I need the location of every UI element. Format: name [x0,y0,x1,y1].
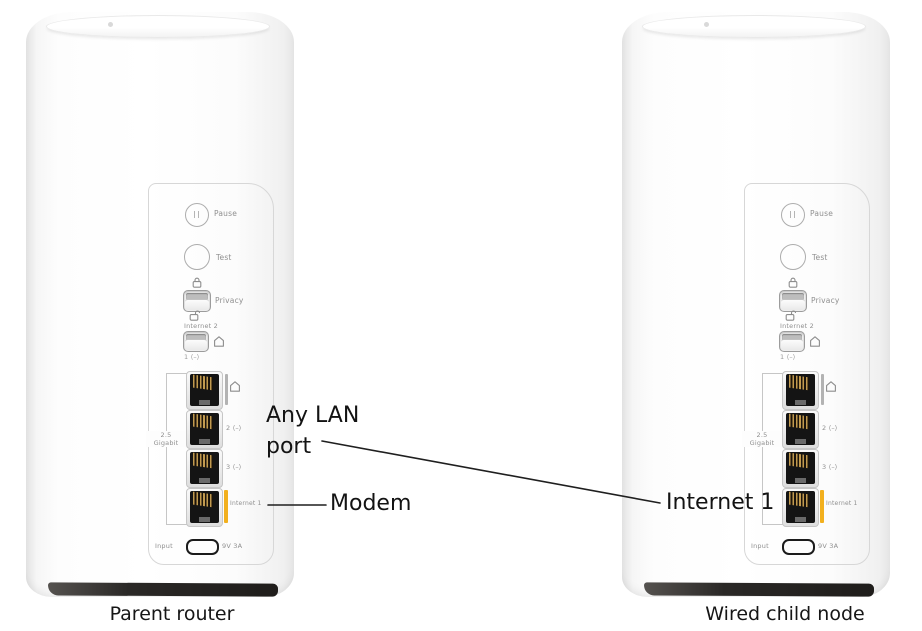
internet2-switch [779,331,805,352]
annotation-internet-1: Internet 1 [666,490,775,515]
wired-child-node: Pause Test Privacy Internet 2 1 ⟨–⟩ 2 [622,12,890,597]
privacy-label: Privacy [215,296,244,305]
ethernet-port-2 [782,410,819,449]
ethernet-port-2 [186,410,223,449]
pause-label: Pause [214,209,238,218]
privacy-switch [779,290,807,312]
router-top-rim [642,15,866,38]
internet1-yellow-bar [224,490,228,523]
internet2-sub-label: 1 ⟨–⟩ [780,353,796,361]
back-panel: Pause Test Privacy Internet 2 1 ⟨–⟩ 2 [742,183,870,565]
ethernet-port-icon [786,491,815,523]
ethernet-port-internet1 [782,488,819,527]
port3-label: 3 ⟨–⟩ [226,463,242,471]
annotation-modem: Modem [330,491,412,516]
lock-icon [192,277,202,288]
internet2-switch [183,331,209,352]
speed-bracket [762,373,783,525]
unlock-icon [785,310,797,321]
speed-label: 2.5 Gigabit [146,431,186,447]
usb-c-port-icon [186,539,219,555]
pause-bars-icon [194,211,199,218]
port2-label: 2 ⟨–⟩ [822,424,838,432]
ethernet-port-1 [186,371,223,410]
home-icon [229,380,241,393]
ethernet-port-icon [190,491,219,523]
unlock-icon [189,310,201,321]
status-led [108,22,113,27]
internet1-yellow-bar [820,490,824,523]
ethernet-port-icon [190,374,219,406]
back-panel: Pause Test Privacy Internet 2 1 ⟨–⟩ 2 [146,183,274,565]
port1-indicator-bar [821,374,824,405]
router-base [643,582,875,597]
internet1-port-label: Internet 1 [826,500,858,507]
speed-bracket [166,373,187,525]
ethernet-port-internet1 [186,488,223,527]
pause-bars-icon [790,211,795,218]
ethernet-port-icon [786,413,815,445]
port3-label: 3 ⟨–⟩ [822,463,838,471]
internet2-label: Internet 2 [780,322,815,330]
ethernet-port-3 [782,449,819,488]
internet2-label: Internet 2 [184,322,219,330]
caption-parent-router: Parent router [109,603,235,625]
ethernet-port-icon [190,452,219,484]
port2-label: 2 ⟨–⟩ [226,424,242,432]
internet1-port-label: Internet 1 [230,500,262,507]
lock-icon [788,277,798,288]
annotation-any-lan-port: Any LAN port [266,403,360,459]
port1-indicator-bar [225,374,228,405]
pause-button [781,203,805,227]
power-label: 9V 3A [818,542,839,550]
status-led [704,22,709,27]
input-label: Input [155,542,173,550]
pause-label: Pause [810,209,834,218]
test-label: Test [216,253,232,262]
ethernet-port-icon [190,413,219,445]
ethernet-port-1 [782,371,819,410]
power-label: 9V 3A [222,542,243,550]
usb-c-port-icon [782,539,815,555]
ethernet-port-3 [186,449,223,488]
router-base [47,582,279,597]
ethernet-port-icon [786,452,815,484]
caption-wired-child-node: Wired child node [705,603,865,625]
test-label: Test [812,253,828,262]
test-button [780,244,806,270]
test-button [184,244,210,270]
parent-router: Pause Test Privacy Internet 2 1 ⟨–⟩ 2 [26,12,294,597]
ethernet-port-icon [786,374,815,406]
privacy-switch [183,290,211,312]
home-icon [825,380,837,393]
input-label: Input [751,542,769,550]
privacy-label: Privacy [811,296,840,305]
pause-button [185,203,209,227]
router-top-rim [46,15,270,38]
internet2-sub-label: 1 ⟨–⟩ [184,353,200,361]
home-icon [809,335,821,348]
speed-label: 2.5 Gigabit [742,431,782,447]
home-icon [213,335,225,348]
